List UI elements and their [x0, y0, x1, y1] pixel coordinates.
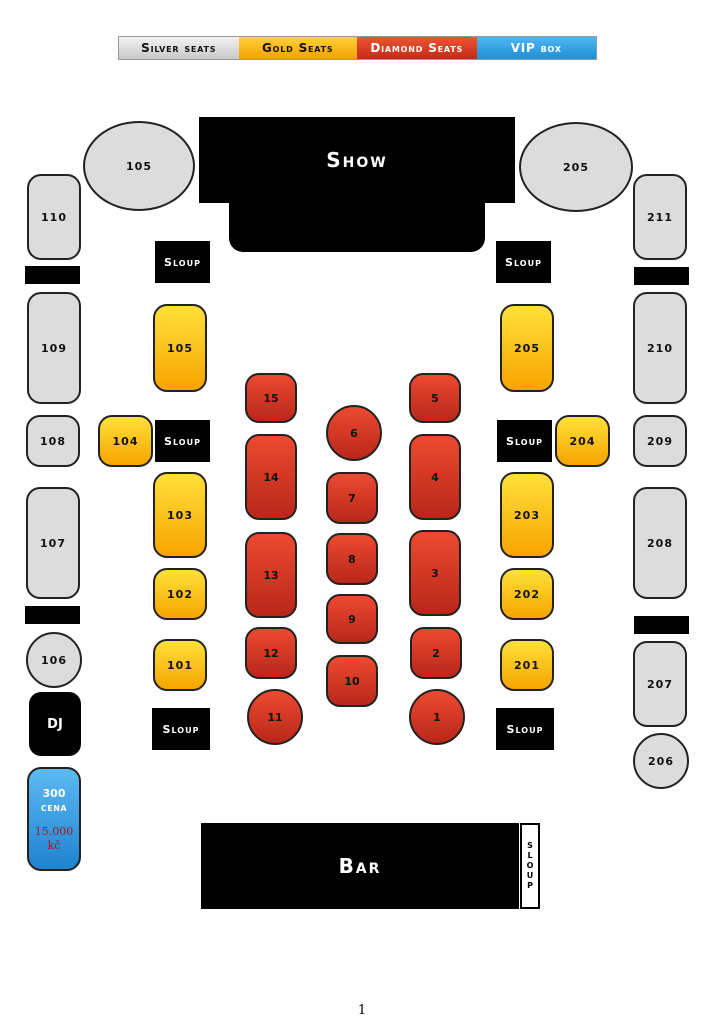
divider-right-2 [634, 616, 689, 634]
diamond-seat-3[interactable]: 3 [409, 530, 461, 616]
diamond-seat-15[interactable]: 15 [245, 373, 297, 423]
pillar-top-left: Sloup [155, 241, 210, 283]
diamond-seat-8[interactable]: 8 [326, 533, 378, 585]
silver-seat-205[interactable]: 205 [519, 122, 633, 212]
diamond-seat-9[interactable]: 9 [326, 594, 378, 644]
gold-seat-103[interactable]: 103 [153, 472, 207, 558]
seat-legend: Silver seats Gold Seats Diamond Seats VI… [118, 36, 597, 60]
diamond-seat-7[interactable]: 7 [326, 472, 378, 524]
silver-seat-107[interactable]: 107 [26, 487, 80, 599]
legend-gold-seats: Gold Seats [238, 37, 357, 59]
gold-seat-203[interactable]: 203 [500, 472, 554, 558]
divider-left-2 [25, 606, 80, 624]
legend-vip-box: VIP box [476, 37, 596, 59]
diamond-seat-1[interactable]: 1 [409, 689, 465, 745]
diamond-seat-13[interactable]: 13 [245, 532, 297, 618]
pillar-mid-left: Sloup [155, 420, 210, 462]
silver-seat-105[interactable]: 105 [83, 121, 195, 211]
bar-counter: Bar [201, 823, 519, 909]
gold-seat-204[interactable]: 204 [555, 415, 610, 467]
diamond-seat-5[interactable]: 5 [409, 373, 461, 423]
diamond-seat-4[interactable]: 4 [409, 434, 461, 520]
pillar-top-right: Sloup [496, 241, 551, 283]
gold-seat-104[interactable]: 104 [98, 415, 153, 467]
gold-seat-205[interactable]: 205 [500, 304, 554, 392]
silver-seat-206[interactable]: 206 [633, 733, 689, 789]
divider-right-1 [634, 267, 689, 285]
diamond-seat-10[interactable]: 10 [326, 655, 378, 707]
silver-seat-210[interactable]: 210 [633, 292, 687, 404]
gold-seat-105[interactable]: 105 [153, 304, 207, 392]
vip-box-currency: kč [47, 839, 61, 852]
page-number: 1 [357, 1002, 367, 1018]
silver-seat-108[interactable]: 108 [26, 415, 80, 467]
silver-seat-211[interactable]: 211 [633, 174, 687, 260]
divider-left-1 [25, 266, 80, 284]
vip-box-price: 15.000 [34, 825, 74, 838]
diamond-seat-14[interactable]: 14 [245, 434, 297, 520]
legend-silver-seats: Silver seats [119, 37, 239, 59]
dj-booth: DJ [29, 692, 81, 756]
diamond-seat-11[interactable]: 11 [247, 689, 303, 745]
gold-seat-201[interactable]: 201 [500, 639, 554, 691]
pillar-bottom-right: Sloup [496, 708, 554, 750]
silver-seat-110[interactable]: 110 [27, 174, 81, 260]
vip-box-label: cena [40, 801, 68, 814]
diamond-seat-12[interactable]: 12 [245, 627, 297, 679]
vip-box-300[interactable]: 300 cena 15.000 kč [27, 767, 81, 871]
vip-box-number: 300 [42, 787, 66, 800]
gold-seat-101[interactable]: 101 [153, 639, 207, 691]
silver-seat-208[interactable]: 208 [633, 487, 687, 599]
silver-seat-109[interactable]: 109 [27, 292, 81, 404]
legend-diamond-seats: Diamond Seats [357, 37, 477, 59]
pillar-bottom-left: Sloup [152, 708, 210, 750]
diamond-seat-6[interactable]: 6 [326, 405, 382, 461]
stage-extension [229, 198, 485, 252]
stage: Show [199, 117, 515, 203]
silver-seat-207[interactable]: 207 [633, 641, 687, 727]
silver-seat-209[interactable]: 209 [633, 415, 687, 467]
bar-pillar-label: SLOUP [525, 841, 535, 891]
diamond-seat-2[interactable]: 2 [410, 627, 462, 679]
silver-seat-106[interactable]: 106 [26, 632, 82, 688]
gold-seat-102[interactable]: 102 [153, 568, 207, 620]
bar-pillar: SLOUP [520, 823, 540, 909]
gold-seat-202[interactable]: 202 [500, 568, 554, 620]
pillar-mid-right: Sloup [497, 420, 552, 462]
